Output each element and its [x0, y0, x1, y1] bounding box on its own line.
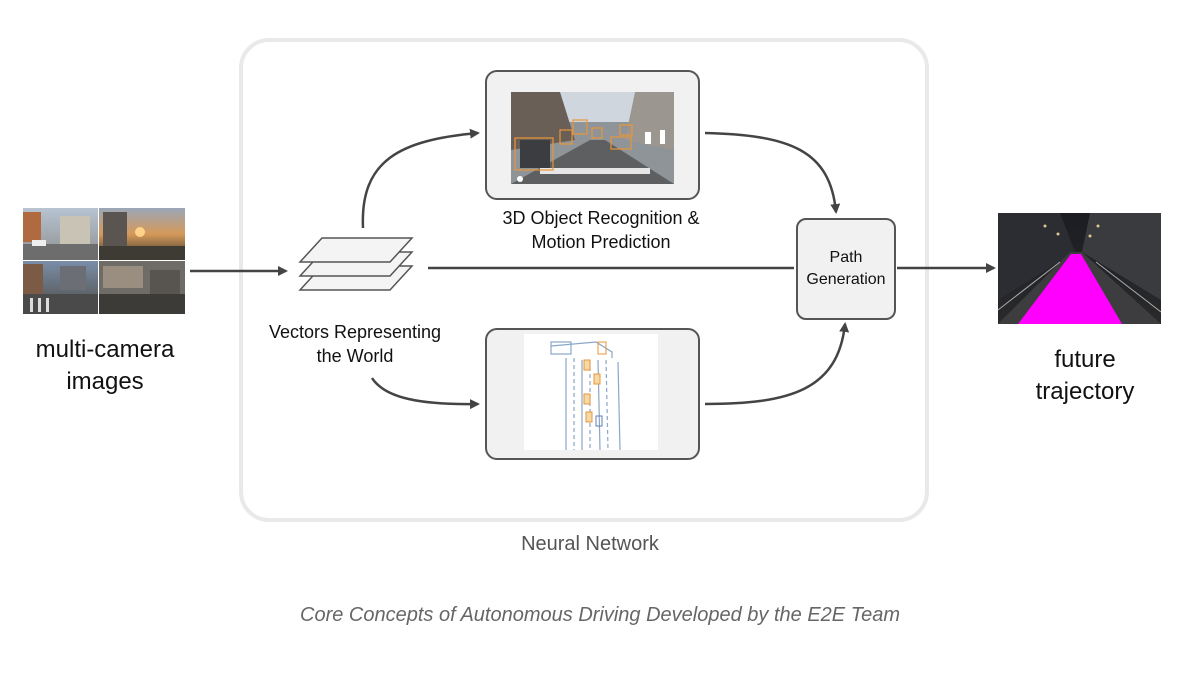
vectors-label-line2: the World [316, 346, 394, 366]
object-recognition-label-line2: Motion Prediction [531, 232, 671, 252]
object-recognition-label: 3D Object Recognition & Motion Predictio… [462, 206, 740, 254]
multi-camera-label-line1: multi-camera [35, 336, 175, 363]
path-generation-box: Path Generation [796, 218, 896, 320]
figure-caption: Core Concepts of Autonomous Driving Deve… [300, 604, 900, 626]
vectors-label-line1: Vectors Representing [268, 322, 442, 342]
arrow-map-to-path [704, 322, 850, 406]
path-generation-label-line2: Generation [806, 271, 886, 288]
vectors-label: Vectors Representing the World [242, 320, 468, 368]
path-generation-label: Path Generation [806, 247, 885, 291]
neural-network-label: Neural Network [521, 533, 659, 555]
object-recognition-label-line1: 3D Object Recognition & [502, 208, 700, 228]
arrow-recognition-to-path [704, 131, 841, 214]
future-trajectory-label-line2: trajectory [1035, 378, 1135, 405]
future-trajectory-label-line1: future [1054, 346, 1116, 373]
object-recognition-card [485, 70, 700, 200]
path-generation-label-line1: Path [829, 249, 863, 266]
map-card [485, 328, 700, 460]
arrow-vectors-to-recognition [361, 128, 480, 229]
multi-camera-label: multi-camera images [15, 334, 195, 398]
arrow-vectors-to-map [370, 377, 480, 410]
vector-layers-icon [298, 237, 414, 291]
future-trajectory-label: future trajectory [1000, 344, 1170, 408]
multi-camera-label-line2: images [66, 368, 144, 395]
